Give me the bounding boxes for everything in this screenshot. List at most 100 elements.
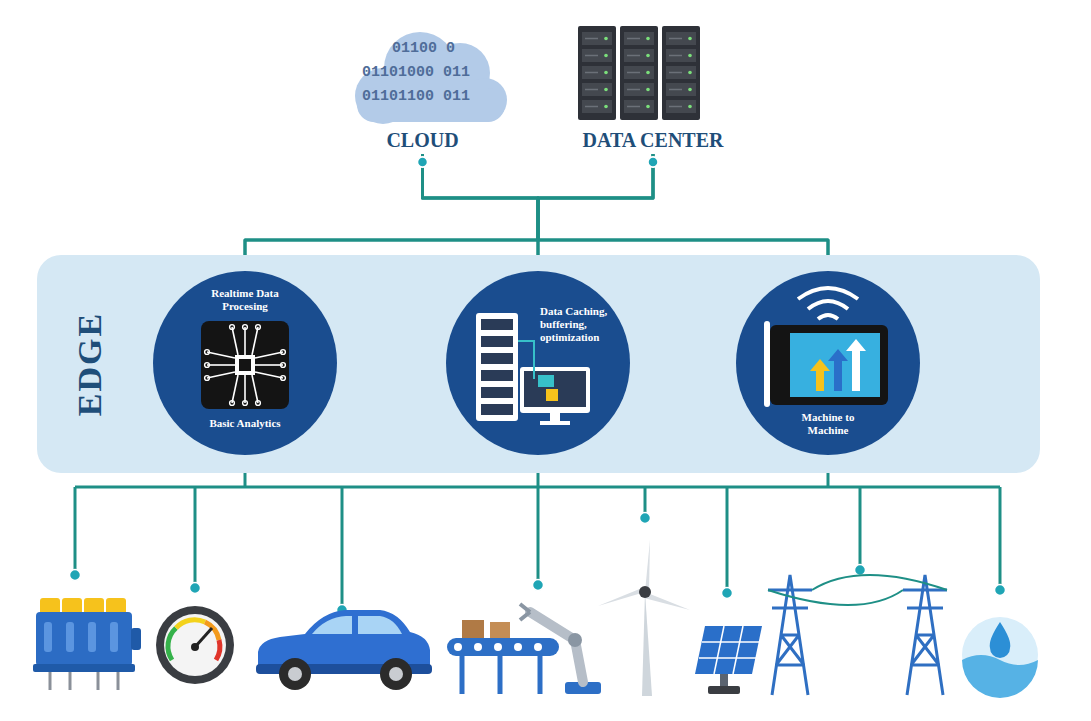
illustration-part: [207, 352, 235, 358]
illustration-part: [627, 38, 640, 40]
node-illustration: [446, 271, 630, 455]
illustration-part: [582, 49, 612, 62]
conveyor-robot-icon: [454, 643, 462, 651]
car-icon: [358, 616, 402, 634]
car-icon: [279, 658, 311, 690]
illustration-part: [808, 301, 848, 309]
device-wires: [74, 487, 77, 575]
data-center-node: DATA CENTER: [568, 20, 738, 154]
illustration-part: [481, 336, 513, 347]
illustration-part: [520, 367, 590, 413]
device-wires: [859, 487, 862, 570]
device-wires: [75, 455, 1000, 610]
illustration-part: [546, 389, 558, 401]
illustration-part: [538, 375, 554, 387]
solar-panel-icon: [695, 626, 762, 674]
illustration-part: [481, 404, 513, 415]
illustration-part: [252, 375, 258, 403]
gauge-icon: [156, 606, 234, 684]
connector-dot: [418, 157, 428, 167]
illustration-part: [688, 37, 692, 41]
band-title: EDGE: [70, 312, 111, 416]
conveyor-robot-icon: [530, 612, 583, 682]
binary-watermark: 01100 0: [392, 40, 455, 57]
solar-panel-icon: [733, 626, 743, 674]
gauge-icon: [205, 622, 219, 640]
illustration-part: [585, 55, 598, 57]
illustration-part: [646, 54, 650, 58]
illustration-part: [235, 355, 255, 375]
illustration-part: [688, 88, 692, 92]
illustration-part: [481, 353, 513, 364]
illustration-part: [669, 106, 682, 108]
engine-icon: [33, 598, 141, 690]
tree-connector: [423, 154, 539, 271]
wind-turbine-icon: [642, 592, 652, 696]
node-title: CLOUD: [335, 128, 510, 152]
engine-icon: [33, 664, 135, 672]
car-icon: [380, 658, 412, 690]
illustration-part: [256, 401, 261, 406]
illustration-part: [357, 88, 505, 122]
binary-watermark: 01101000 011: [362, 64, 470, 81]
illustration-part: [244, 327, 246, 355]
illustration-part: [790, 333, 880, 397]
conveyor-robot-icon: [494, 643, 502, 651]
tablet-wifi-icon: [764, 288, 888, 407]
illustration-part: [239, 359, 251, 371]
wire-dots: [640, 513, 651, 524]
gauge-icon: [168, 628, 176, 660]
illustration-part: [624, 100, 654, 113]
illustration-part: [550, 413, 560, 421]
wind-turbine-icon: [639, 586, 651, 598]
gauge-icon: [156, 606, 234, 684]
engine-icon: [49, 672, 52, 690]
tree-connector: [245, 154, 538, 271]
illustration-part: [662, 26, 700, 120]
illustration-part: [481, 319, 513, 330]
illustration-part: [230, 401, 235, 406]
conveyor-robot-icon: [538, 656, 543, 694]
circle-heading: Data Caching, buffering, optimization: [540, 305, 618, 345]
solar-panel-icon: [708, 686, 740, 694]
solar-panel-icon: [695, 626, 762, 694]
illustration-part: [604, 37, 608, 41]
device-wires: [341, 487, 344, 610]
illustration-part: [688, 105, 692, 109]
illustration-part: [604, 71, 608, 75]
conveyor-robot-icon: [490, 622, 510, 638]
illustration-part: [627, 106, 640, 108]
engine-icon: [66, 622, 74, 652]
conveyor-robot-icon: [498, 656, 503, 694]
illustration-part: [476, 313, 518, 421]
illustration-part: [669, 38, 682, 40]
illustration-part: [585, 72, 598, 74]
illustration-part: [666, 100, 696, 113]
edge-band: EDGERealtime Data ProcesingBasic Analyti…: [37, 255, 1040, 473]
illustration-part: [540, 421, 570, 425]
wire-dots: [533, 580, 544, 591]
tree-connector: [538, 154, 653, 271]
wind-turbine-icon: [598, 588, 645, 606]
illustration-part: [666, 83, 696, 96]
wire-dots: [722, 588, 733, 599]
car-icon: [256, 610, 432, 690]
illustration-part: [770, 325, 888, 405]
illustration-part: [256, 325, 261, 330]
conveyor-robot-icon: [474, 643, 482, 651]
illustration-part: [255, 364, 283, 366]
cloud-shape: [355, 32, 507, 124]
illustration-part: [582, 32, 612, 45]
connector-dot: [648, 157, 658, 167]
device-wires: [537, 487, 540, 585]
engine-icon: [97, 672, 100, 690]
conveyor-robot-icon: [520, 604, 530, 620]
illustration-part: [604, 105, 608, 109]
illustration-part: [604, 88, 608, 92]
conveyor-robot-icon: [454, 643, 542, 651]
illustration-part: [578, 26, 616, 120]
illustration-part: [646, 88, 650, 92]
illustration-part: [518, 341, 534, 379]
water-icon: [962, 655, 1038, 698]
illustration-part: [243, 325, 248, 330]
